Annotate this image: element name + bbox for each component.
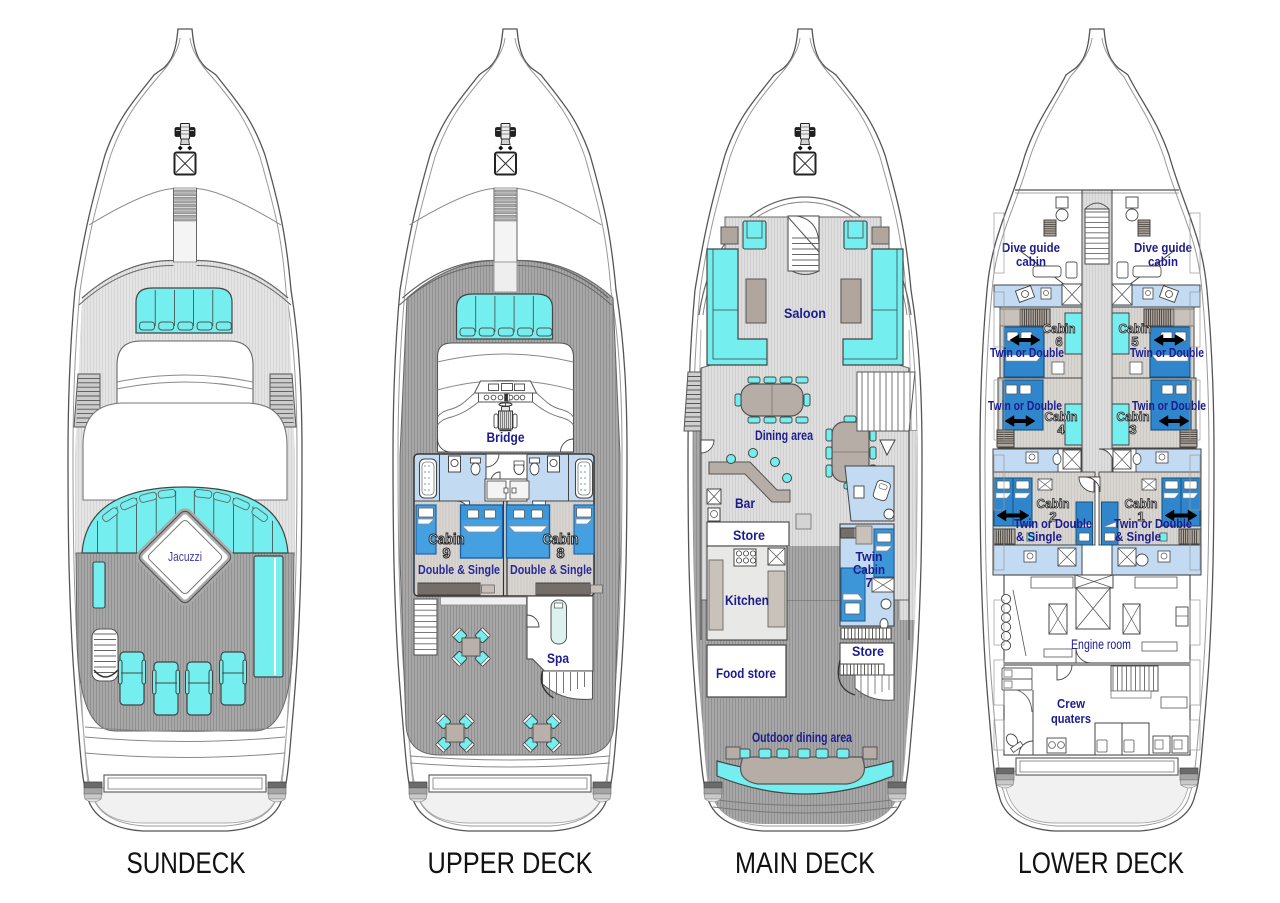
svg-text:Cabin: Cabin [543, 532, 579, 548]
svg-text:Engine room: Engine room [1071, 637, 1131, 652]
svg-text:Bar: Bar [735, 495, 755, 511]
svg-text:quaters: quaters [1051, 712, 1091, 726]
svg-text:Food store: Food store [716, 666, 776, 681]
svg-text:Cabin: Cabin [429, 532, 465, 548]
svg-text:7: 7 [866, 576, 873, 590]
svg-text:Twin or Double: Twin or Double [1132, 399, 1206, 413]
svg-text:Twin or Double: Twin or Double [1130, 346, 1204, 360]
svg-text:cabin: cabin [1148, 255, 1178, 269]
svg-text:9: 9 [442, 546, 450, 562]
svg-text:Kitchen: Kitchen [725, 593, 769, 608]
svg-text:Dive guide: Dive guide [1002, 241, 1060, 255]
svg-text:Cabin: Cabin [1117, 409, 1150, 424]
svg-text:Twin: Twin [856, 550, 883, 564]
svg-text:2: 2 [1049, 509, 1056, 524]
svg-text:Cabin: Cabin [1043, 321, 1076, 336]
svg-text:Dining area: Dining area [755, 428, 813, 443]
svg-text:Spa: Spa [547, 651, 569, 666]
svg-text:LOWER DECK: LOWER DECK [1018, 847, 1184, 880]
svg-text:Twin or Double: Twin or Double [1114, 517, 1192, 531]
svg-text:Twin or Double: Twin or Double [1014, 517, 1092, 531]
svg-text:8: 8 [556, 546, 564, 562]
svg-text:Double & Single: Double & Single [418, 562, 500, 577]
svg-text:MAIN DECK: MAIN DECK [735, 847, 875, 880]
svg-text:4: 4 [1057, 422, 1065, 437]
svg-text:Double & Single: Double & Single [510, 562, 592, 577]
svg-text:UPPER DECK: UPPER DECK [428, 847, 593, 880]
svg-text:cabin: cabin [1016, 255, 1046, 269]
svg-text:Cabin: Cabin [1037, 496, 1070, 511]
svg-text:5: 5 [1131, 334, 1138, 349]
svg-text:Store: Store [733, 528, 765, 543]
svg-text:Jacuzzi: Jacuzzi [168, 550, 202, 564]
svg-text:Crew: Crew [1057, 697, 1085, 711]
svg-text:Bridge: Bridge [487, 429, 525, 445]
svg-text:Outdoor dining area: Outdoor dining area [752, 730, 852, 745]
svg-text:Cabin: Cabin [1119, 321, 1152, 336]
svg-text:1: 1 [1137, 509, 1144, 524]
svg-text:Twin or Double: Twin or Double [988, 399, 1062, 413]
svg-text:& Single: & Single [1016, 530, 1062, 544]
svg-text:Dive guide: Dive guide [1134, 241, 1192, 255]
svg-text:Cabin: Cabin [1125, 496, 1158, 511]
svg-text:6: 6 [1055, 334, 1062, 349]
svg-text:Cabin: Cabin [853, 563, 885, 577]
svg-text:Store: Store [852, 644, 884, 659]
svg-text:& Single: & Single [1115, 530, 1161, 544]
svg-text:SUNDECK: SUNDECK [127, 847, 246, 880]
svg-text:Cabin: Cabin [1045, 409, 1078, 424]
svg-text:Saloon: Saloon [784, 305, 826, 321]
svg-text:Twin or Double: Twin or Double [990, 346, 1064, 360]
svg-text:3: 3 [1129, 422, 1136, 437]
